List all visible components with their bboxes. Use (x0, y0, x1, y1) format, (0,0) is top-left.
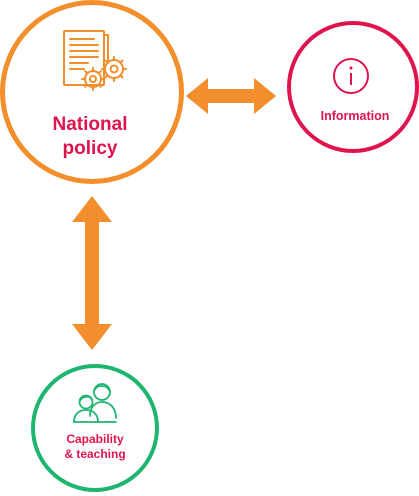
information-node (287, 21, 419, 153)
information-label: Information (320, 109, 390, 123)
capability-label-line1: Capability (66, 432, 124, 446)
info-icon (333, 58, 369, 94)
capability-label-line2: & teaching (64, 447, 126, 461)
national-policy-label-line1: National (52, 114, 128, 135)
capability-teaching-label: Capability & teaching (45, 432, 145, 462)
national-policy-label: National policy (30, 113, 150, 161)
double-arrow-vertical (72, 196, 112, 350)
national-policy-label-line2: policy (62, 138, 118, 159)
double-arrow-horizontal (186, 78, 276, 114)
document-gears-icon (63, 30, 127, 91)
parent-child-icon (73, 383, 117, 423)
capability-teaching-node (31, 364, 159, 492)
